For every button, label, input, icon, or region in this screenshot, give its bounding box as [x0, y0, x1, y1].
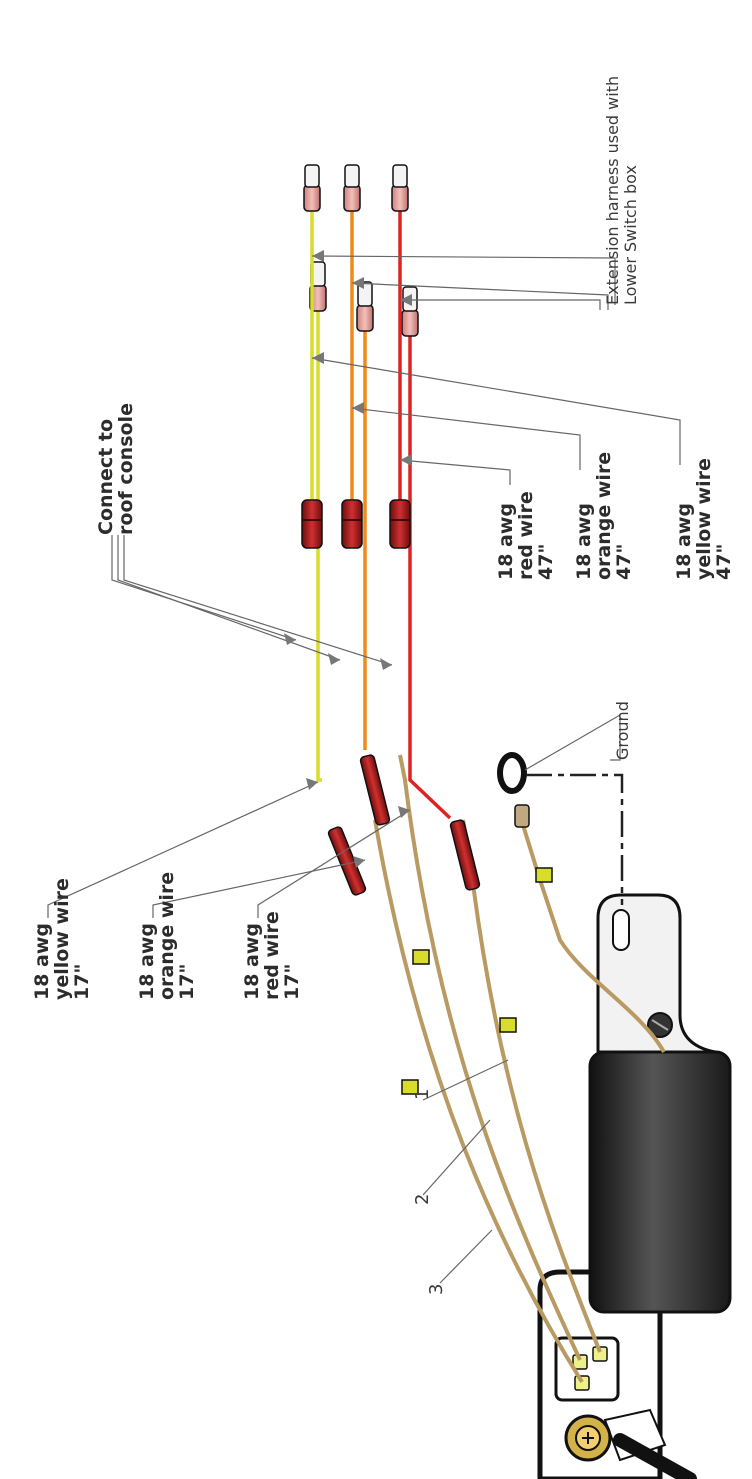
label-roof-console: Connect to roof console — [95, 403, 137, 535]
red-47-line1: 18 awg — [495, 503, 517, 580]
roof-console-line1: Connect to — [95, 419, 117, 535]
label-ground: Ground — [613, 701, 632, 760]
extension-line1: Extension harness used with — [603, 76, 622, 305]
yellow-wire-17 — [316, 310, 322, 782]
extension-orange-housing — [341, 499, 363, 549]
short-orange-terminal — [356, 281, 374, 332]
ground-text: Ground — [613, 701, 632, 760]
extension-yellow-terminal — [303, 164, 321, 212]
yellow-47-line2: yellow wire — [693, 458, 715, 580]
label-yellow-17: 18 awg yellow wire 17" — [31, 878, 93, 1000]
motor-body — [588, 1050, 732, 1314]
yellow-17-line3: 17" — [71, 964, 93, 1000]
orange-47-line1: 18 awg — [573, 503, 595, 580]
red-47-line2: red wire — [515, 491, 537, 580]
yellow-splice — [327, 826, 367, 896]
ground-lead — [497, 752, 666, 1053]
orange-17-line2: orange wire — [156, 872, 178, 1000]
short-yellow-terminal — [309, 261, 327, 312]
bracket-slot — [612, 909, 630, 951]
balloon-2-text: 2 — [412, 1194, 433, 1205]
extension-red-terminal — [391, 164, 409, 212]
ground-sleeve — [535, 867, 553, 883]
red-wire-17 — [408, 335, 452, 820]
label-red-47: 18 awg red wire 47" — [495, 491, 557, 580]
orange-47-line2: orange wire — [593, 452, 615, 580]
red-47-line3: 47" — [535, 544, 557, 580]
terminal-3 — [574, 1375, 590, 1391]
short-harness — [309, 261, 452, 820]
red-17-line2: red wire — [261, 911, 283, 1000]
extension-yellow-housing — [301, 499, 323, 549]
balloon-3: 3 — [426, 1284, 447, 1295]
orange-47-line3: 47" — [613, 544, 635, 580]
extension-orange-terminal — [343, 164, 361, 212]
balloon-1: 1 — [412, 1089, 433, 1100]
label-orange-47: 18 awg orange wire 47" — [573, 452, 635, 580]
balloon-3-text: 3 — [426, 1284, 447, 1295]
ground-ring-crimp — [514, 804, 530, 828]
orange-splice — [359, 754, 391, 826]
yellow-47-line3: 47" — [713, 544, 735, 580]
extension-line2: Lower Switch box — [621, 165, 640, 305]
lead-3-sleeve — [401, 1079, 419, 1095]
label-red-17: 18 awg red wire 17" — [241, 911, 303, 1000]
label-yellow-47: 18 awg yellow wire 47" — [673, 458, 735, 580]
label-orange-17: 18 awg orange wire 17" — [136, 872, 198, 1000]
balloon-2: 2 — [412, 1194, 433, 1205]
yellow-47-line1: 18 awg — [673, 503, 695, 580]
roof-console-line2: roof console — [115, 403, 137, 535]
balloon-1-text: 1 — [412, 1089, 433, 1100]
butt-splices — [327, 754, 481, 896]
extension-red-housing — [389, 499, 411, 549]
red-17-line3: 17" — [281, 964, 303, 1000]
yellow-17-line1: 18 awg — [31, 923, 53, 1000]
extension-harness — [301, 164, 411, 549]
short-red-terminal — [401, 286, 419, 337]
label-extension-harness: Extension harness used with Lower Switch… — [603, 76, 640, 305]
terminal-2 — [572, 1354, 588, 1370]
ground-ring-terminal — [497, 752, 527, 794]
red-splice — [449, 819, 481, 891]
callouts — [47, 250, 681, 1284]
lead-2-sleeve — [412, 949, 430, 965]
yellow-17-line2: yellow wire — [51, 878, 73, 1000]
motor-assembly — [537, 893, 732, 1479]
red-17-line1: 18 awg — [241, 923, 263, 1000]
lead-1-sleeve — [499, 1017, 517, 1033]
orange-17-line3: 17" — [176, 964, 198, 1000]
orange-17-line1: 18 awg — [136, 923, 158, 1000]
